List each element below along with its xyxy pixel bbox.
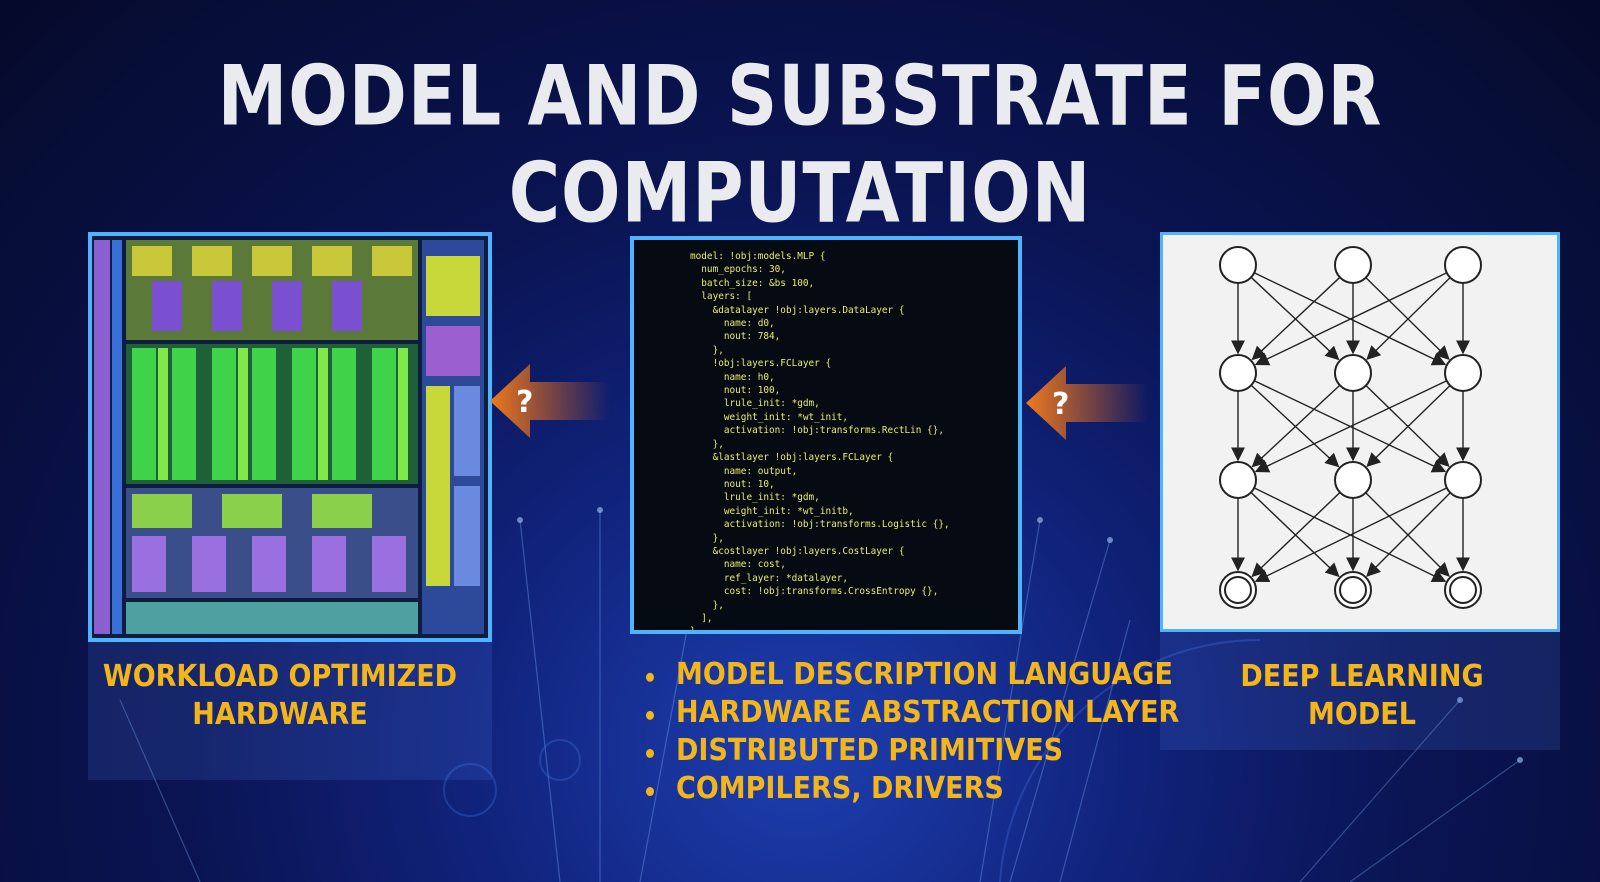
network-edge	[1254, 272, 1448, 366]
network-edge	[1251, 384, 1341, 468]
arrow-question-mark: ?	[516, 385, 533, 420]
bullet-item: HARDWARE ABSTRACTION LAYER	[642, 694, 1179, 732]
model-description-code-panel: model: !obj:models.MLP { num_epochs: 30,…	[630, 236, 1022, 634]
network-edge	[1254, 380, 1448, 473]
network-edge	[1365, 492, 1450, 577]
code-line: },	[690, 438, 724, 450]
code-line: name: output,	[690, 465, 798, 477]
network-edge	[1253, 272, 1447, 366]
network-node	[1334, 354, 1372, 392]
network-edge	[1365, 385, 1450, 468]
hardware-caption-line2: HARDWARE	[192, 697, 368, 732]
network-edge	[1250, 491, 1340, 578]
code-line: weight_init: *wt_init,	[690, 411, 849, 423]
hardware-caption: WORKLOAD OPTIMIZED HARDWARE	[100, 658, 460, 734]
code-line: lrule_init: *gdm,	[690, 492, 820, 504]
code-line: },	[690, 599, 724, 611]
code-line: nout: 100,	[690, 385, 781, 397]
code-line: &lastlayer !obj:layers.FCLayer {	[690, 452, 894, 464]
bullet-item: MODEL DESCRIPTION LANGUAGE	[642, 656, 1179, 694]
network-node	[1219, 354, 1257, 392]
code-line: num_epochs: 30,	[690, 264, 786, 276]
code-line: lrule_init: *gdm,	[690, 398, 820, 410]
network-edge	[1366, 385, 1451, 468]
network-node	[1219, 246, 1257, 284]
code-line: activation: !obj:transforms.RectLin {},	[690, 425, 944, 437]
network-node	[1334, 461, 1372, 499]
code-line: !obj:layers.FCLayer {	[690, 358, 832, 370]
code-line: nout: 10,	[690, 478, 775, 490]
code-line: name: d0,	[690, 318, 775, 330]
code-line: weight_init: *wt_initb,	[690, 505, 854, 517]
network-edge	[1365, 277, 1450, 360]
network-node	[1219, 461, 1257, 499]
processor-die-shot	[92, 236, 488, 638]
hardware-caption-line1: WORKLOAD OPTIMIZED	[102, 659, 458, 694]
bullet-item: DISTRIBUTED PRIMITIVES	[642, 732, 1179, 770]
network-nodes	[1219, 246, 1482, 609]
network-edge	[1250, 384, 1340, 468]
network-edge	[1251, 276, 1341, 361]
network-edge	[1254, 487, 1448, 582]
output-node-inner	[1339, 576, 1367, 604]
code-line: },	[690, 344, 724, 356]
question-arrow-icon: ?	[1026, 366, 1148, 440]
code-line: },	[690, 532, 724, 544]
hardware-die-image	[88, 232, 492, 642]
software-stack-bullets: MODEL DESCRIPTION LANGUAGE HARDWARE ABST…	[642, 656, 1179, 808]
slide-title: MODEL AND SUBSTRATE FOR COMPUTATION	[217, 48, 1383, 242]
network-node	[1444, 461, 1482, 499]
code-line: batch_size: &bs 100,	[690, 277, 815, 289]
code-line: nout: 784,	[690, 331, 781, 343]
code-line: ref_layer: *datalayer,	[690, 572, 849, 584]
network-node	[1334, 246, 1372, 284]
code-line: name: h0,	[690, 371, 775, 383]
network-edge	[1253, 487, 1447, 582]
neural-network-diagram	[1219, 246, 1482, 609]
code-line: cost: !obj:transforms.CrossEntropy {},	[690, 586, 939, 598]
network-node	[1444, 246, 1482, 284]
network-edge	[1251, 491, 1341, 578]
code-line: name: cost,	[690, 559, 786, 571]
code-line: ],	[690, 612, 713, 624]
network-edge	[1253, 380, 1447, 473]
network-edge	[1366, 277, 1451, 360]
network-edge	[1366, 492, 1451, 577]
question-arrow-icon: ?	[490, 364, 610, 438]
deep-learning-caption: DEEP LEARNING MODEL	[1240, 659, 1484, 732]
code-line: layers: [	[690, 291, 753, 303]
code-line: &datalayer !obj:layers.DataLayer {	[690, 304, 905, 316]
code-line: activation: !obj:transforms.Logistic {},	[690, 519, 950, 531]
code-line: },	[690, 626, 702, 634]
neural-network-panel	[1160, 232, 1560, 632]
output-node-inner	[1449, 576, 1477, 604]
code-line: model: !obj:models.MLP {	[690, 251, 826, 262]
code-line: &costlayer !obj:layers.CostLayer {	[690, 545, 905, 557]
network-edges	[1231, 272, 1470, 582]
network-edge	[1250, 276, 1340, 361]
network-node	[1444, 354, 1482, 392]
bullet-item: COMPILERS, DRIVERS	[642, 770, 1179, 808]
output-node-inner	[1224, 576, 1252, 604]
arrow-question-mark: ?	[1052, 387, 1069, 422]
model-description-code: model: !obj:models.MLP { num_epochs: 30,…	[634, 240, 1018, 634]
